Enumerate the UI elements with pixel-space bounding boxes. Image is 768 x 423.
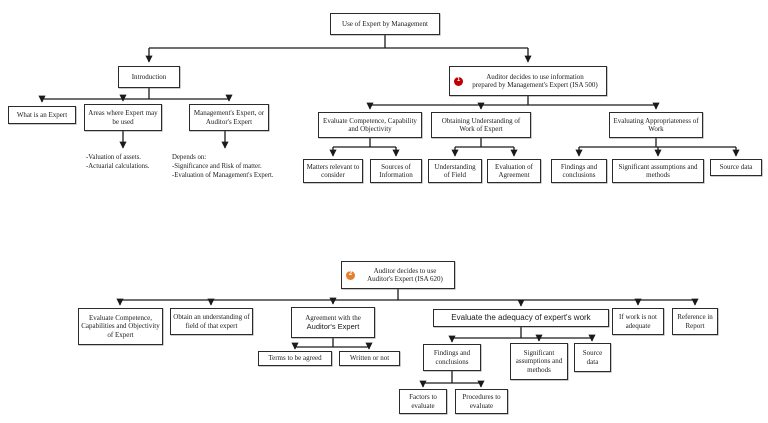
badge-1-icon: 1 [454, 76, 463, 86]
node-auditor-uses-managements-expert-isa500: 1 Auditor decides to use information pre… [449, 66, 607, 96]
badge-2-icon: 2 [346, 270, 355, 280]
node-areas-where-expert-may-be-used: Areas where Expert may be used [84, 104, 162, 131]
node-source-data-bottom: Source data [574, 343, 611, 372]
node-evaluate-competence-capability-objectivity: Evaluate Competence, Capability and Obje… [318, 112, 422, 138]
node-auditor-uses-auditors-expert-isa620: 2 Auditor decides to use Auditor's Exper… [341, 261, 455, 289]
node-significant-assumptions-bottom: Significant assumptions and methods [510, 343, 568, 380]
node-what-is-an-expert: What is an Expert [8, 106, 76, 124]
note-valuation-actuarial: -Valuation of assets. -Actuarial calcula… [86, 154, 150, 171]
node-agreement-with-auditors-expert: Agreement with the Auditor's Expert [291, 307, 375, 338]
node-obtain-understanding-of-field: Obtain an understanding of field of that… [170, 308, 253, 335]
node-reference-in-report: Reference in Report [672, 308, 718, 335]
node-label: Auditor decides to use information prepa… [472, 72, 598, 89]
node-evaluation-of-agreement: Evaluation of Agreement [487, 159, 541, 183]
agreement-line2: Auditor's Expert [306, 322, 360, 332]
node-label: Auditor decides to use Auditor's Expert … [367, 266, 443, 283]
node-sources-of-information: Sources of Information [370, 159, 422, 183]
node-procedures-to-evaluate: Procedures to evaluate [455, 389, 508, 414]
node-introduction: Introduction [118, 66, 180, 88]
node-matters-relevant-to-consider: Matters relevant to consider [303, 159, 363, 183]
node-managements-or-auditors-expert: Management's Expert, or Auditor's Expert [189, 104, 269, 131]
note-depends-on: Depends on: -Significance and Risk of ma… [172, 154, 274, 180]
agreement-line1: Agreement with the [305, 313, 361, 322]
node-evaluating-appropriateness-of-work: Evaluating Appropriateness of Work [609, 112, 703, 138]
node-written-or-not: Written or not [339, 351, 400, 366]
node-findings-and-conclusions-top: Findings and conclusions [551, 159, 607, 183]
node-significant-assumptions-top: Significant assumptions and methods [612, 159, 704, 183]
node-terms-to-be-agreed: Terms to be agreed [258, 351, 332, 366]
node-evaluate-competence-of-expert: Evaluate Competence, Capabilities and Ob… [78, 308, 163, 345]
node-understanding-of-field: Understanding of Field [428, 159, 482, 183]
node-source-data-top: Source data [710, 159, 762, 176]
node-obtaining-understanding-of-work: Obtaining Understanding of Work of Exper… [431, 112, 531, 138]
node-findings-and-conclusions-bottom: Findings and conclusions [423, 344, 481, 371]
node-evaluate-adequacy-of-experts-work: Evaluate the adequacy of expert's work [433, 309, 609, 327]
node-use-of-expert-by-management: Use of Expert by Management [330, 13, 440, 35]
node-factors-to-evaluate: Factors to evaluate [399, 389, 447, 414]
node-if-work-not-adequate: If work is not adequate [612, 308, 664, 335]
